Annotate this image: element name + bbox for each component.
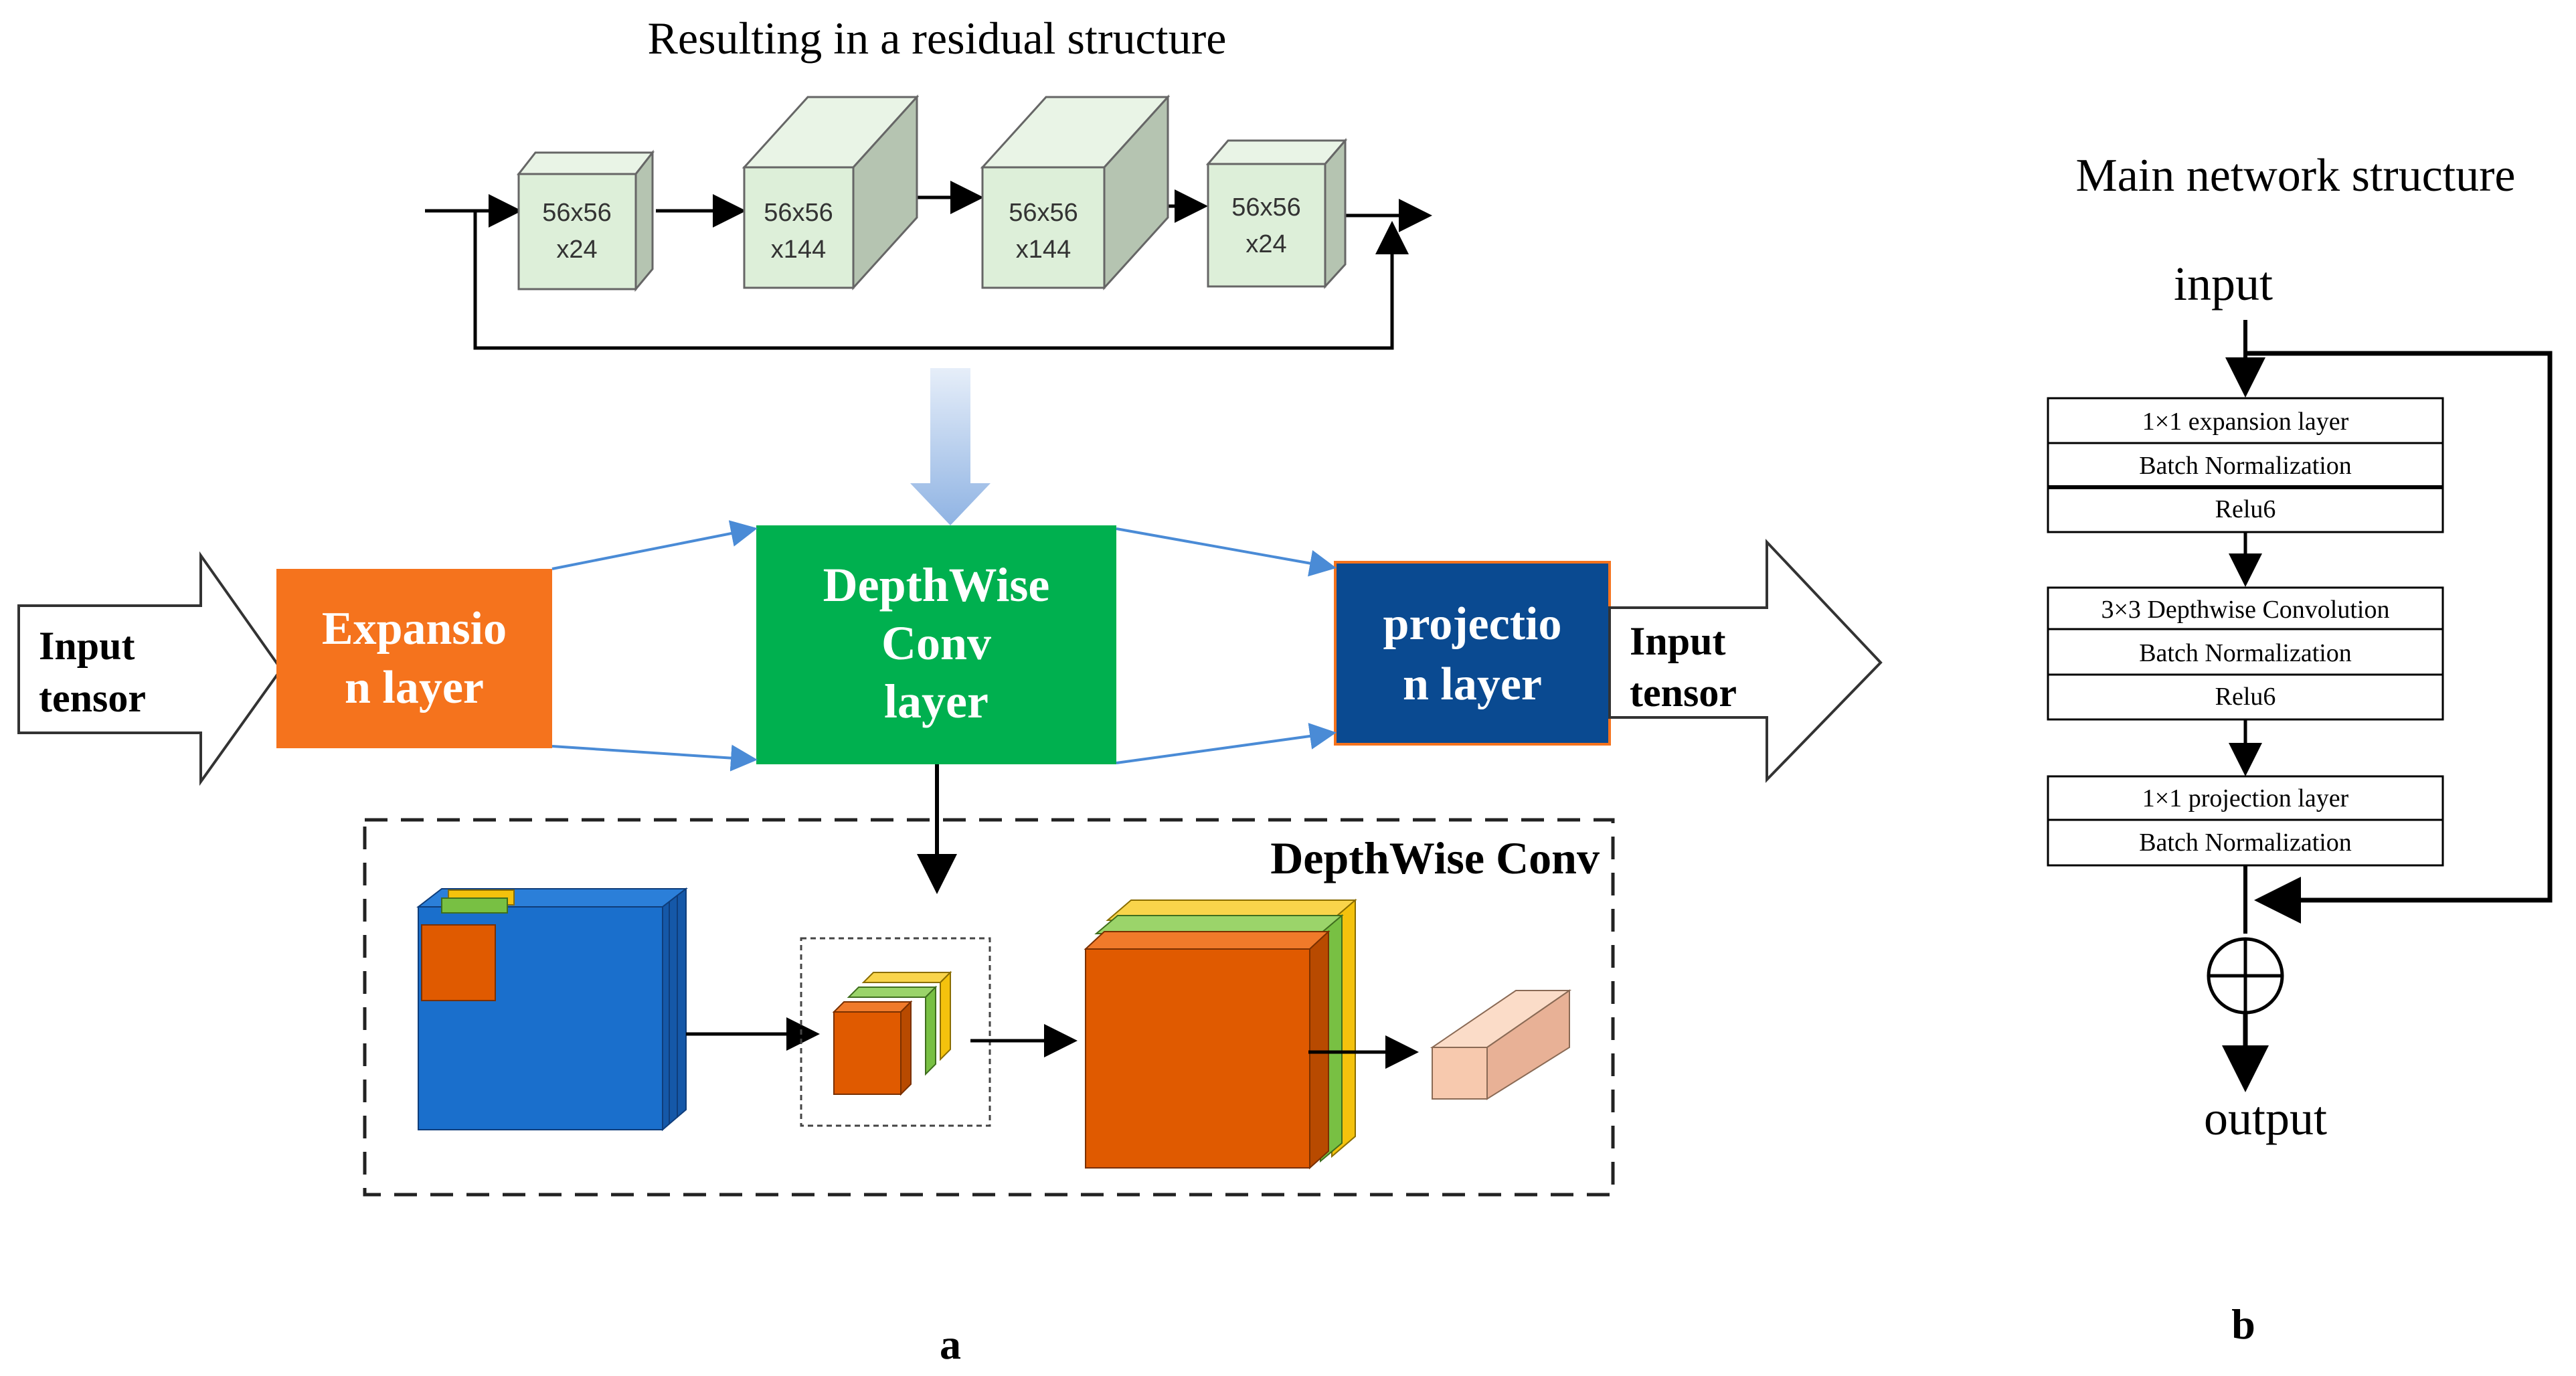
depthwise-to-projection-top (1116, 527, 1337, 577)
expansion-layer-label-2: n layer (345, 662, 484, 713)
tensor-cube-1: 56x56 x24 (516, 149, 655, 292)
tensor-cube-3: 56x56 x144 (980, 94, 1171, 290)
tensor-4-channels: x24 (1246, 230, 1286, 258)
panel-a-label: a (940, 1320, 961, 1368)
output-tensor-arrow (1608, 538, 1883, 783)
add-operation-icon (2207, 937, 2284, 1015)
tensor-2-size: 56x56 (764, 199, 833, 227)
depthwise-layer-box (756, 525, 1116, 764)
tensor-cube-2: 56x56 x144 (742, 94, 920, 290)
output-tensor-label-2: tensor (1630, 671, 1737, 715)
residual-to-block-arrow (910, 368, 991, 525)
tensor-1-channels: x24 (556, 236, 597, 264)
expansion-layer-label-1: Expansio (322, 603, 507, 655)
tensor-cube-4: 56x56 x24 (1205, 137, 1348, 289)
input-tensor-label-1: Input (39, 624, 135, 668)
projection-layer-label-1: projectio (1383, 598, 1562, 650)
tensor-1-size: 56x56 (542, 199, 612, 227)
network-skip-connection (2245, 351, 2553, 924)
depthwise-detail-title: DepthWise Conv (1270, 833, 1600, 883)
residual-structure: Resulting in a residual structure 56x56 … (425, 13, 1432, 350)
projection-block-row-1: 1×1 projection layer (2142, 784, 2349, 812)
depthwise-kernels (832, 970, 952, 1096)
network-output-label: output (2204, 1092, 2327, 1145)
depthwise-layer-label-1: DepthWise (823, 558, 1050, 612)
panel-b-label: b (2231, 1300, 2255, 1348)
residual-title: Resulting in a residual structure (648, 13, 1227, 64)
kernel-frame (800, 937, 991, 1127)
input-tensor-label-2: tensor (39, 676, 146, 720)
expansion-block-row-3: Relu6 (2215, 495, 2276, 523)
expansion-to-depthwise-top (551, 520, 758, 570)
projection-block-row-2: Batch Normalization (2139, 829, 2352, 857)
expansion-block: 1×1 expansion layer Batch Normalization … (2047, 397, 2444, 533)
depthwise-block-row-3: Relu6 (2215, 683, 2276, 711)
residual-skip-connection (473, 211, 1409, 350)
tensor-3-channels: x144 (1016, 236, 1071, 264)
main-network-title: Main network structure (2075, 150, 2515, 201)
expansion-block-row-1: 1×1 expansion layer (2142, 408, 2349, 436)
input-feature-map (416, 887, 688, 1132)
depthwise-layer-label-3: layer (884, 675, 989, 728)
depthwise-block-row-1: 3×3 Depthwise Convolution (2101, 596, 2390, 624)
block-pipeline: Input tensor Expansio n layer DepthWise … (17, 520, 1883, 894)
depthwise-block: 3×3 Depthwise Convolution Batch Normaliz… (2047, 586, 2444, 721)
projection-layer-label-2: n layer (1403, 659, 1542, 710)
tensor-2-channels: x144 (771, 236, 826, 264)
depthwise-block-row-2: Batch Normalization (2139, 639, 2352, 667)
main-network-structure: Main network structure input 1×1 expansi… (2047, 150, 2553, 1145)
tensor-4-size: 56x56 (1231, 193, 1301, 222)
pointwise-output (1430, 989, 1572, 1100)
depthwise-detail-frame (363, 818, 1615, 1197)
depthwise-layer-label-2: Conv (881, 616, 991, 670)
expansion-to-depthwise-bottom (551, 744, 758, 772)
output-tensor-label-1: Input (1630, 619, 1725, 663)
expansion-block-row-2: Batch Normalization (2139, 452, 2352, 480)
output-feature-stack (1084, 898, 1357, 1170)
tensor-3-size: 56x56 (1009, 199, 1078, 227)
projection-layer-box (1334, 561, 1611, 746)
depthwise-detail: DepthWise Conv (363, 818, 1615, 1197)
input-tensor-arrow (17, 551, 283, 786)
depthwise-to-projection-bottom (1116, 723, 1337, 764)
expansion-layer-box (276, 569, 552, 748)
network-input-label: input (2174, 257, 2273, 311)
projection-block: 1×1 projection layer Batch Normalization (2047, 775, 2444, 867)
